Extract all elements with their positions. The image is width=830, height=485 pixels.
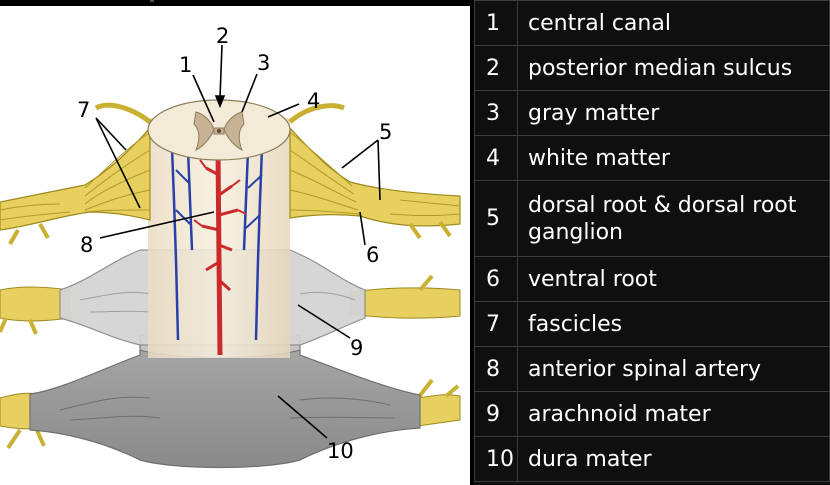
legend-label: anterior spinal artery — [517, 346, 830, 392]
cord-cross-section — [147, 99, 291, 161]
callout-4: 4 — [307, 89, 320, 113]
legend-number: 9 — [474, 391, 518, 437]
legend-label: dorsal root & dorsal root ganglion — [517, 180, 830, 257]
legend-row: 8 anterior spinal artery — [474, 346, 830, 392]
legend-number: 3 — [474, 90, 518, 136]
arachnoid-root-right — [349, 287, 461, 319]
legend-number: 4 — [474, 135, 518, 181]
legend-number: 10 — [474, 436, 518, 482]
legend-row: 4 white matter — [474, 135, 830, 181]
legend-row: 1 central canal — [474, 0, 830, 46]
legend-label: fascicles — [517, 301, 830, 347]
figure-top-border — [0, 0, 470, 6]
legend-number: 6 — [474, 256, 518, 302]
legend-row: 2 posterior median sulcus — [474, 45, 830, 91]
nerve-roots — [0, 102, 461, 245]
callout-5: 5 — [379, 120, 392, 144]
legend-row: 6 ventral root — [474, 256, 830, 302]
leader-lines — [95, 44, 381, 439]
legend-number: 1 — [474, 0, 518, 46]
legend-number: 7 — [474, 301, 518, 347]
legend-number: 8 — [474, 346, 518, 392]
callout-10: 10 — [327, 439, 354, 463]
callout-3: 3 — [257, 51, 270, 75]
legend-label: gray matter — [517, 90, 830, 136]
legend-row: 10 dura mater — [474, 436, 830, 482]
dura-root-right — [417, 394, 461, 427]
legend-row: 7 fascicles — [474, 301, 830, 347]
callout-9: 9 — [350, 336, 363, 360]
legend-label: arachnoid mater — [517, 391, 830, 437]
left-spinal-nerve — [0, 126, 151, 231]
callout-8: 8 — [80, 233, 93, 257]
legend-number: 5 — [474, 180, 518, 257]
callout-6: 6 — [366, 243, 379, 267]
legend-label: posterior median sulcus — [517, 45, 830, 91]
legend-row: 9 arachnoid mater — [474, 391, 830, 437]
legend-row: 5 dorsal root & dorsal root ganglion — [474, 180, 830, 257]
callout-1: 1 — [179, 53, 192, 77]
legend-label: central canal — [517, 0, 830, 46]
callout-2: 2 — [216, 24, 229, 48]
anterior-spinal-artery — [215, 149, 223, 356]
central-canal — [217, 129, 221, 133]
legend-number: 2 — [474, 45, 518, 91]
legend-label: dura mater — [517, 436, 830, 482]
spinal-cord-illustration: 1 2 3 4 5 6 7 8 9 10 — [0, 24, 461, 469]
spinal-cord-diagram: 1 2 3 4 5 6 7 8 9 10 — [0, 0, 470, 485]
legend-label: ventral root — [517, 256, 830, 302]
legend-table: 1 central canal 2 posterior median sulcu… — [474, 0, 830, 482]
callout-labels: 1 2 3 4 5 6 7 8 9 10 — [77, 24, 392, 463]
legend-label: white matter — [517, 135, 830, 181]
legend-row: 3 gray matter — [474, 90, 830, 136]
callout-7: 7 — [77, 98, 90, 122]
legend-table-container: 1 central canal 2 posterior median sulcu… — [474, 0, 830, 485]
